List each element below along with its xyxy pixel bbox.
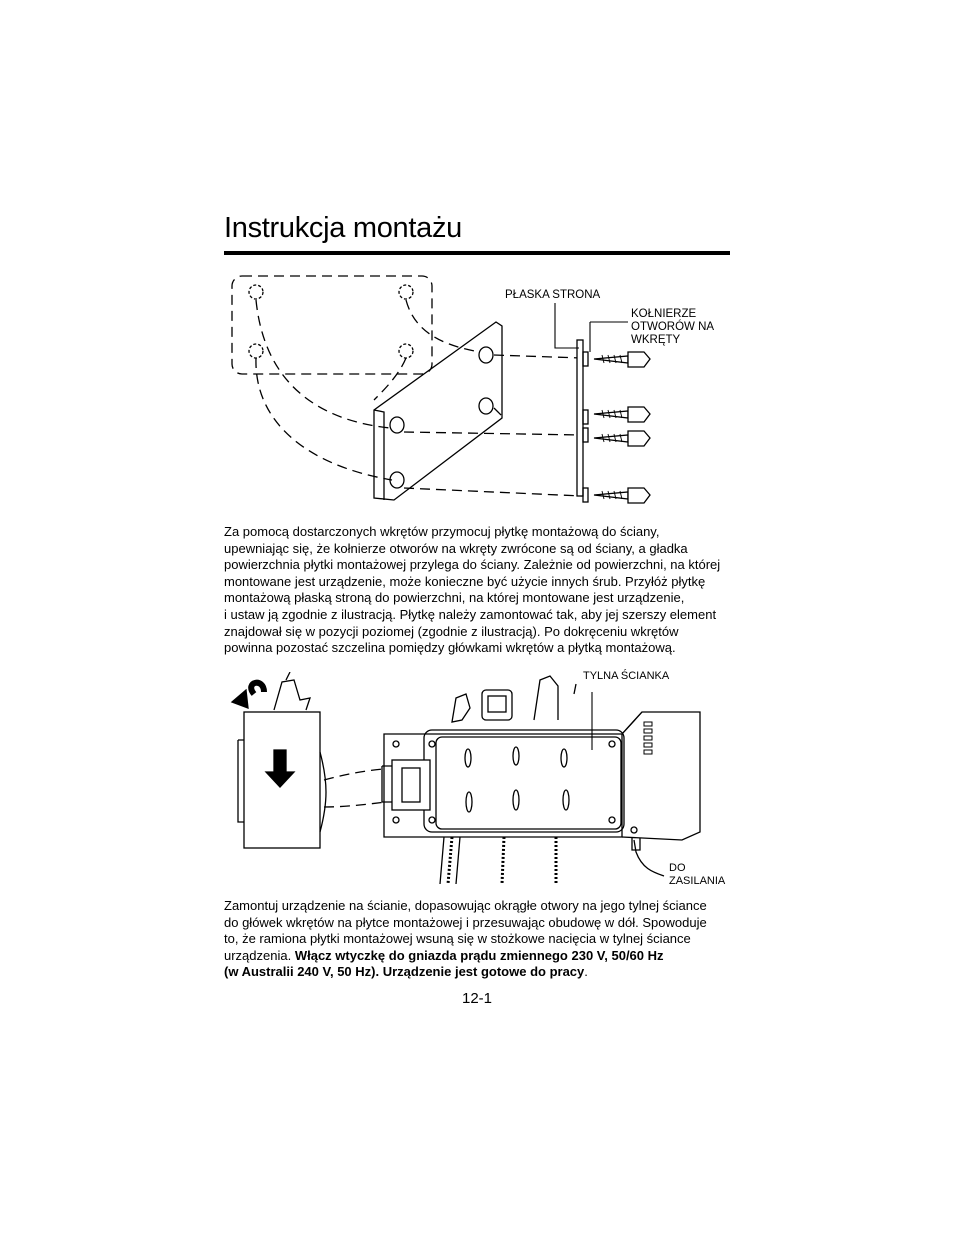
back-wall-label: TYLNA ŚCIANKA	[583, 670, 670, 682]
paragraph2-line5: (w Australii 240 V, 50 Hz). Urządzenie j…	[224, 964, 588, 980]
paragraph-mount-device: Zamontuj urządzenie na ścianie, dopasowu…	[224, 898, 734, 981]
flanges-label-line1: KOŁNIERZE	[631, 308, 697, 320]
paragraph-mount-plate: Za pomocą dostarczonych wkrętów przymocu…	[224, 524, 721, 656]
flanges-label-line3: WKRĘTY	[631, 334, 681, 346]
device-mounting-illustration	[230, 672, 701, 885]
power-label-line2: ZASILANIA	[669, 875, 726, 887]
mounting-plate-illustration	[231, 275, 651, 504]
power-label-line1: DO	[669, 862, 686, 874]
title-rule	[224, 251, 730, 255]
flat-side-label: PŁASKA STRONA	[505, 289, 601, 301]
page-title: Instrukcja montażu	[224, 212, 462, 244]
page-number: 12-1	[462, 990, 493, 1007]
flanges-label-line2: OTWORÓW NA	[631, 321, 715, 333]
paragraph2-line4: urządzenia. Włącz wtyczkę do gniazda prą…	[224, 947, 664, 963]
